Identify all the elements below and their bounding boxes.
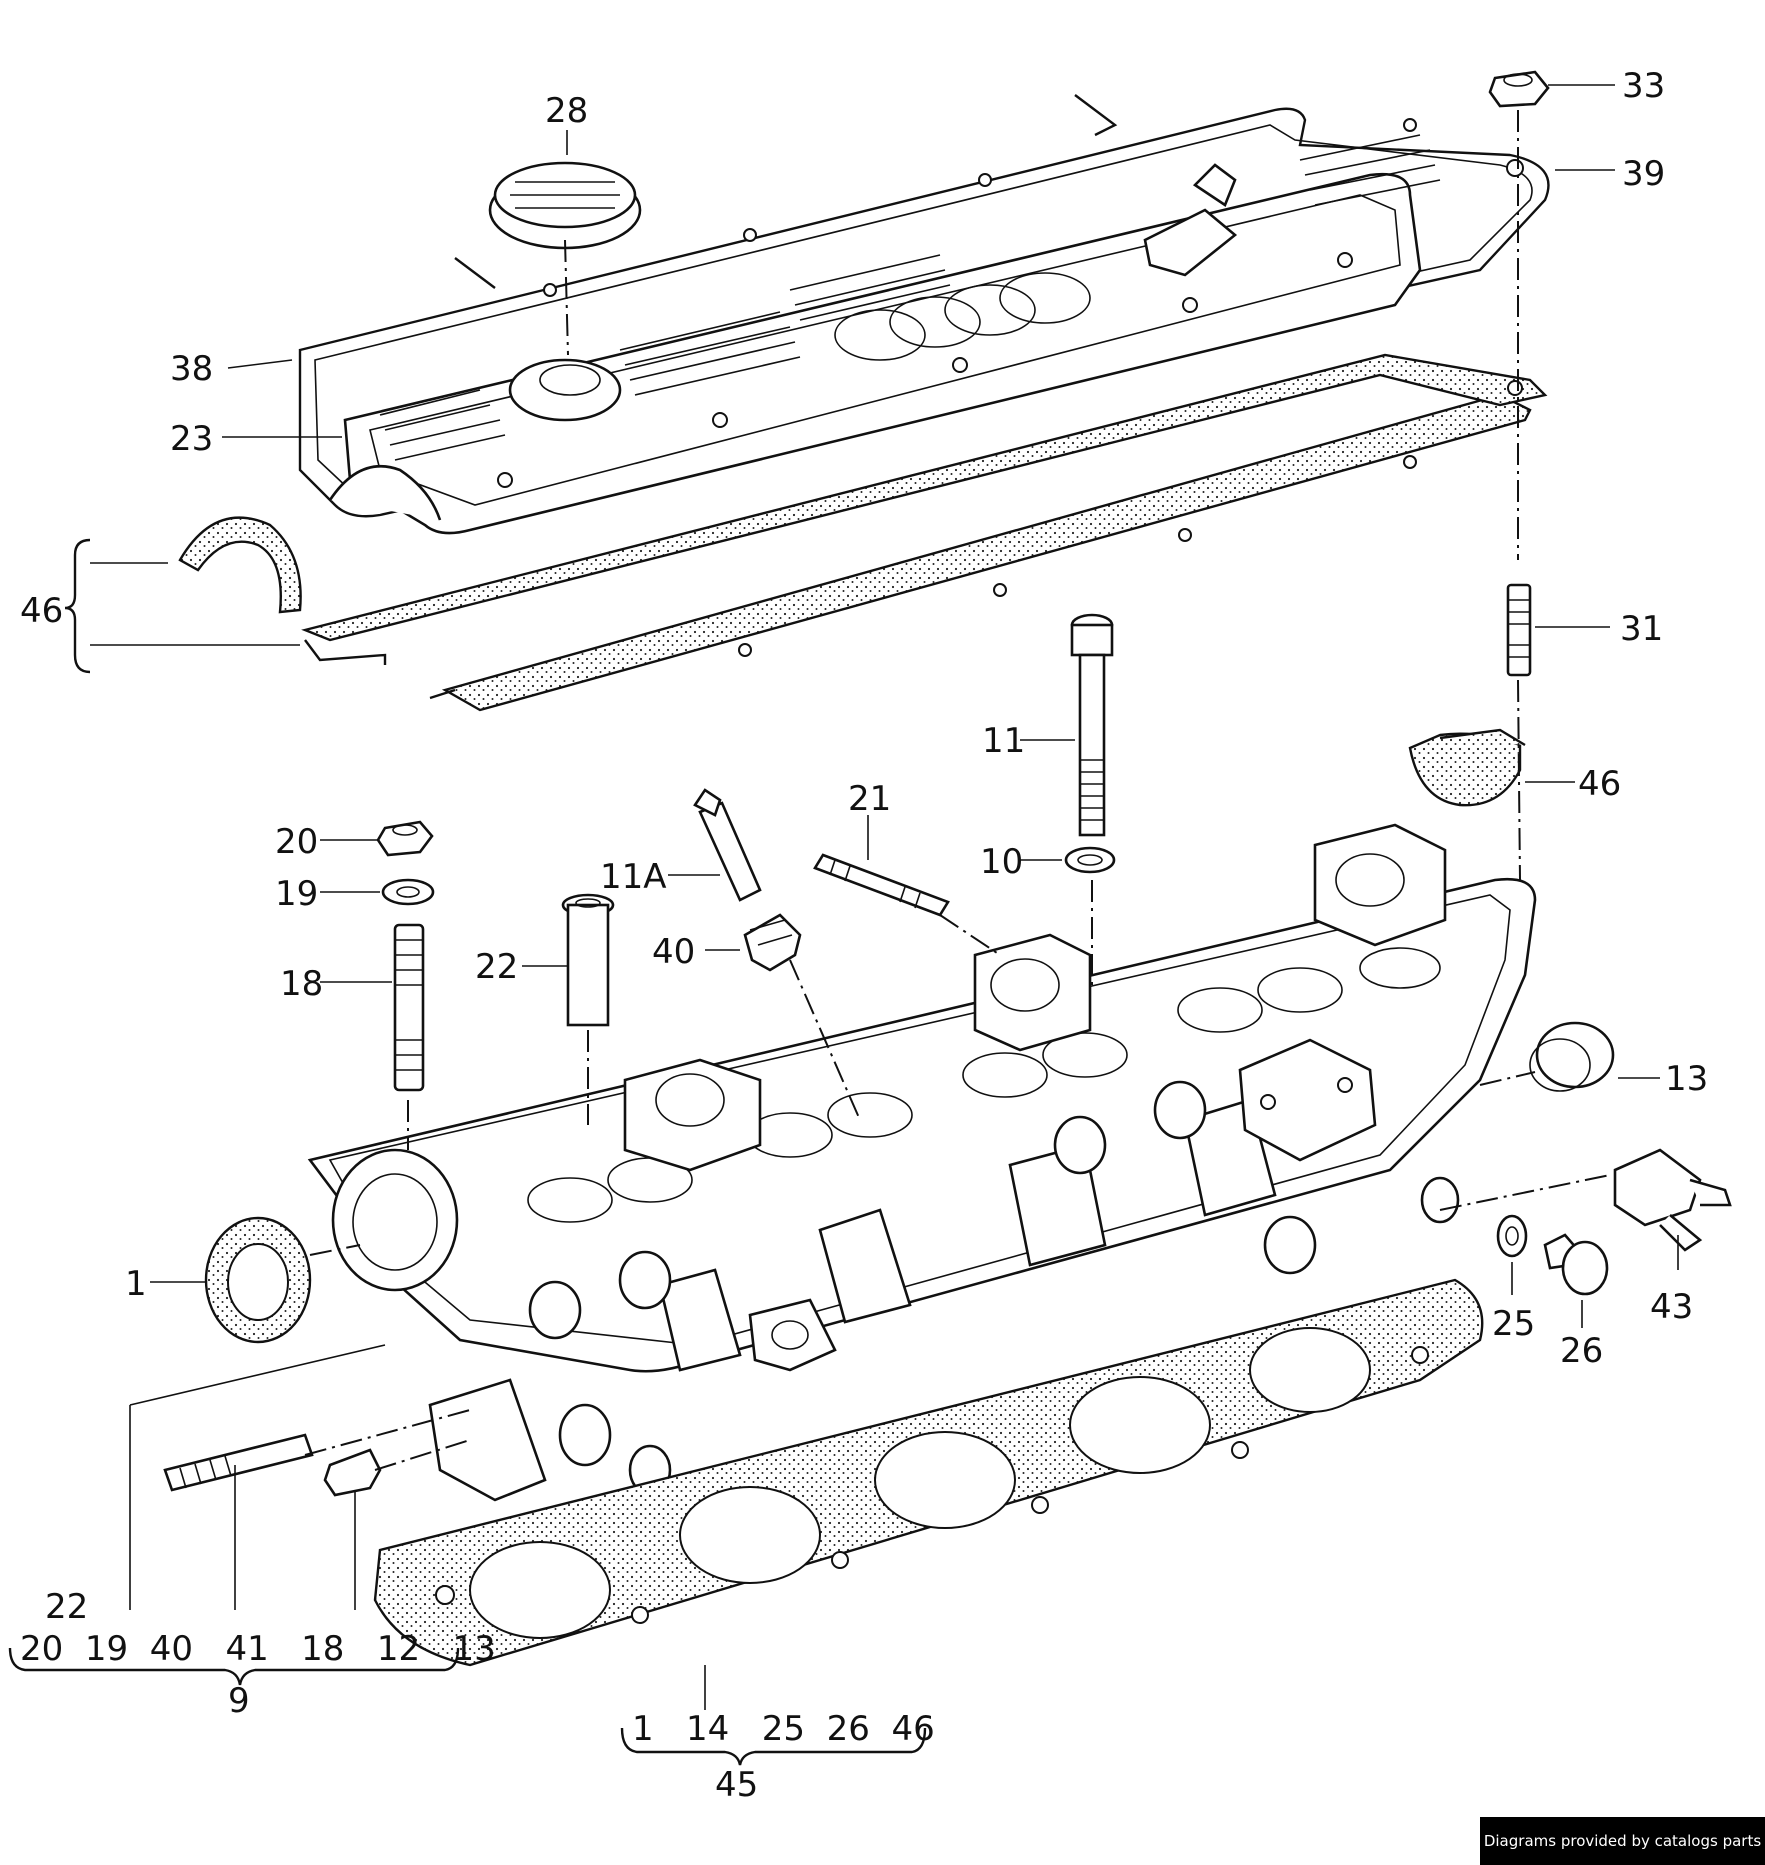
- stud-18: [393, 923, 425, 1092]
- bracket-kit-9: [8, 1647, 460, 1686]
- kit-45-contents: 1 14 25 26 46: [632, 1709, 935, 1749]
- callout-40: 40: [652, 932, 695, 972]
- washer-19: [381, 878, 435, 906]
- callout-23: 23: [170, 419, 213, 459]
- kit-9-labels: 22 20 19 40 41 18 12 13 9: [20, 1587, 496, 1721]
- half-moon-seal-left: [178, 516, 302, 614]
- washer-25: [1496, 1214, 1528, 1258]
- callout-20: 20: [275, 822, 318, 862]
- kit-45-number: 45: [715, 1765, 758, 1805]
- callout-38: 38: [170, 349, 213, 389]
- callout-46-left: 46: [20, 591, 63, 631]
- cylinder-head: [307, 823, 1537, 1502]
- stud-31: [1506, 583, 1532, 677]
- sender-43: [1613, 1148, 1732, 1252]
- callout-10: 10: [980, 842, 1023, 882]
- head-bolt-11: [1070, 613, 1114, 837]
- callout-labels: 28 33 39 38 23 46 31 11 46 21 10 20 19 1…: [20, 66, 1708, 1371]
- callout-11: 11: [982, 721, 1025, 761]
- callout-13: 13: [1665, 1059, 1708, 1099]
- callout-26: 26: [1560, 1331, 1603, 1371]
- oil-filler-cap: [488, 161, 642, 250]
- valve-cover-lower-gasket: [301, 353, 1548, 712]
- half-moon-seal-right: [1408, 728, 1526, 807]
- credit-banner: Diagrams provided by catalogs parts: [1480, 1817, 1765, 1865]
- leader-lines: [90, 84, 1679, 1710]
- alignment-lines: [304, 110, 1611, 1471]
- kit-9-top-number: 22: [45, 1587, 88, 1627]
- nut-33: [1488, 70, 1550, 108]
- callout-21: 21: [848, 779, 891, 819]
- callout-28: 28: [545, 91, 588, 131]
- sender-11a: [693, 788, 762, 902]
- callout-22: 22: [475, 947, 518, 987]
- screw-26: [1543, 1233, 1609, 1296]
- callout-18: 18: [280, 964, 323, 1004]
- plug-13: [1529, 1021, 1615, 1092]
- valve-guide-22: [561, 893, 615, 1027]
- kit-9-number: 9: [228, 1681, 250, 1721]
- callout-33: 33: [1622, 66, 1665, 106]
- plug-12: [323, 1448, 382, 1497]
- callout-1: 1: [125, 1264, 147, 1304]
- bracket-46: [64, 538, 91, 674]
- plug-40: [743, 913, 802, 972]
- bracket-kit-45: [620, 1727, 927, 1766]
- callout-11a: 11A: [600, 857, 667, 897]
- callout-39: 39: [1622, 154, 1665, 194]
- camshaft-seal-1: [204, 1216, 312, 1344]
- callout-25: 25: [1492, 1304, 1535, 1344]
- valve-cover: [328, 118, 1524, 535]
- kit-9-contents: 20 19 40 41 18 12 13: [20, 1629, 496, 1669]
- stud-21: [813, 853, 950, 917]
- callout-46-right: 46: [1578, 764, 1621, 804]
- head-gasket: [373, 1278, 1484, 1667]
- kit-45-labels: 1 14 25 26 46 45: [632, 1709, 935, 1805]
- nut-20: [376, 820, 434, 857]
- callout-19: 19: [275, 874, 318, 914]
- callout-43: 43: [1650, 1287, 1693, 1327]
- washer-10: [1064, 846, 1116, 874]
- callout-31: 31: [1620, 609, 1663, 649]
- stud-41: [163, 1433, 314, 1492]
